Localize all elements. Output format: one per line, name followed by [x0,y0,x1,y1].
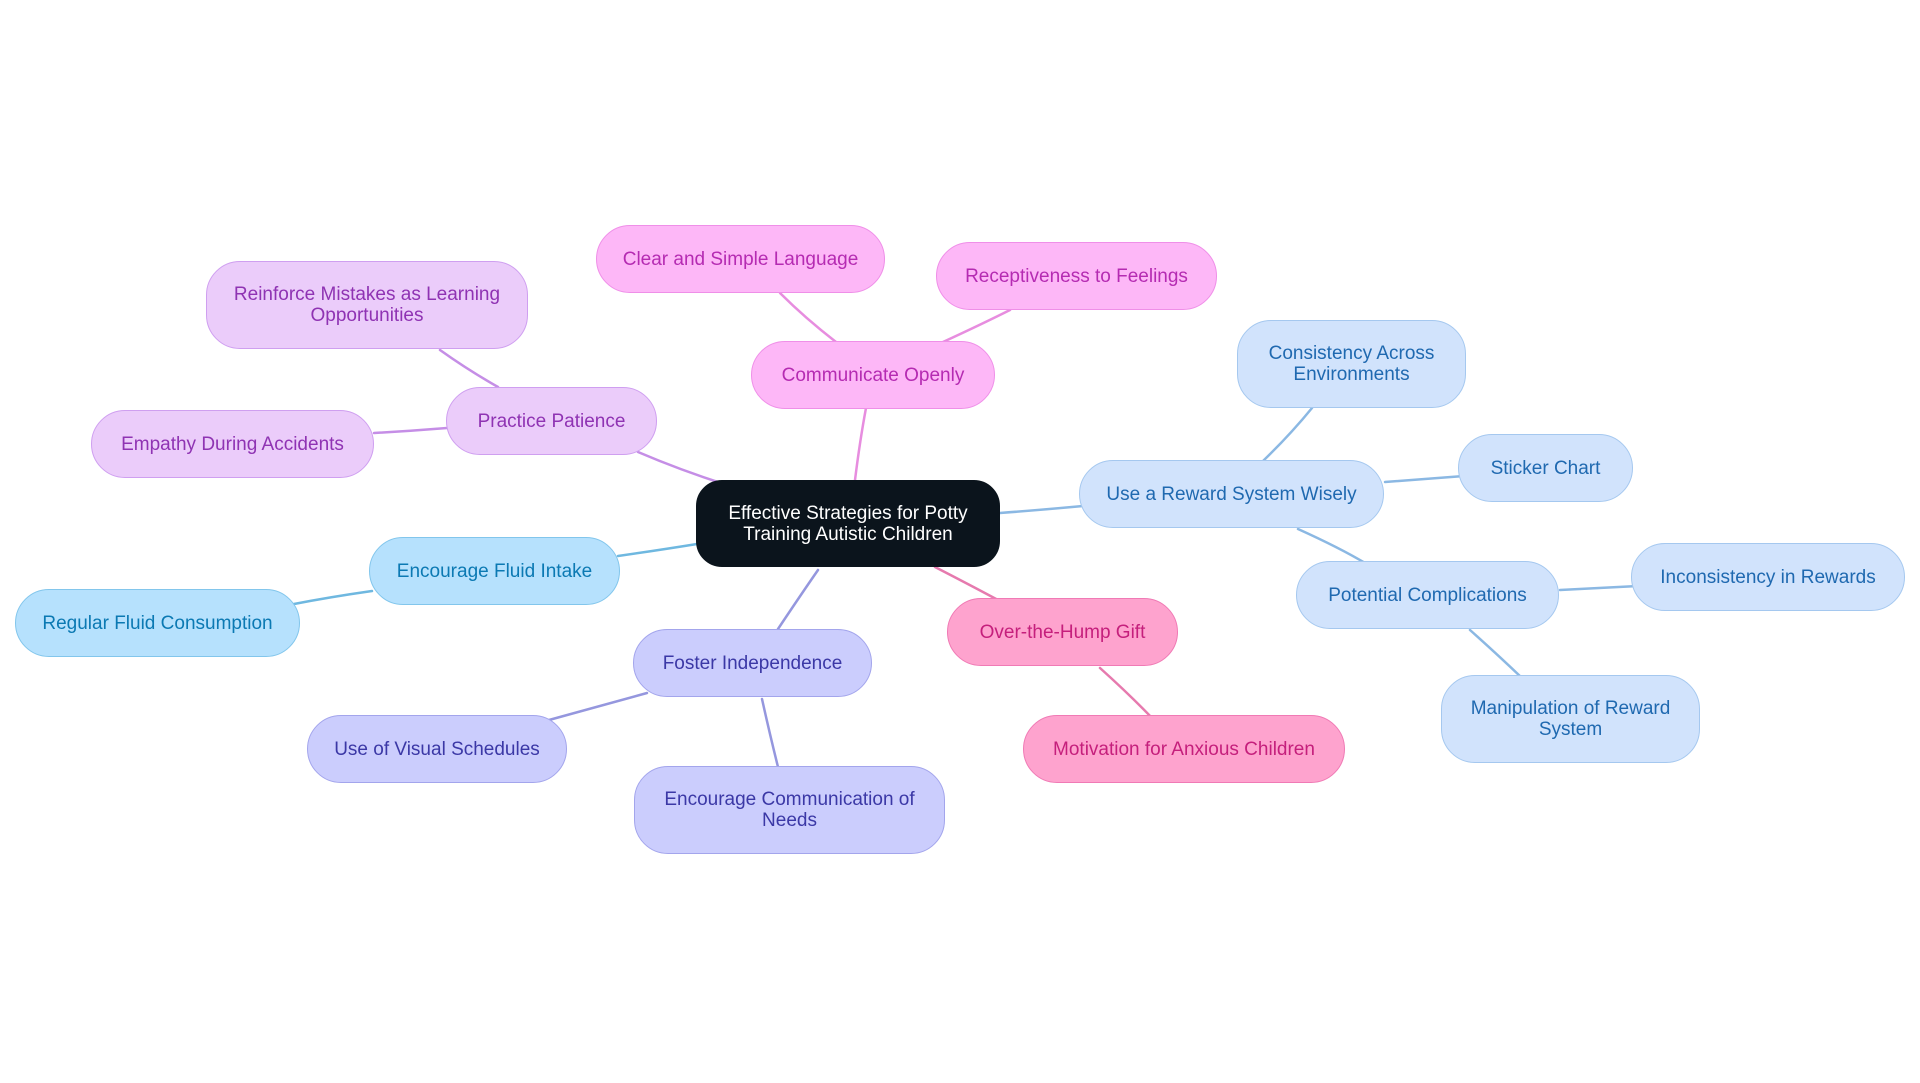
node-foster-independence: Foster Independence [633,629,872,697]
sticker-chart-label: Sticker Chart [1490,457,1601,479]
inconsistency-rewards-label: Inconsistency in Rewards [1660,566,1876,588]
encourage-fluid-label: Encourage Fluid Intake [396,560,593,582]
communication-needs-label: Encourage Communication of Needs [664,789,915,831]
motivation-anxious-label: Motivation for Anxious Children [1053,738,1315,760]
receptiveness-feelings-label: Receptiveness to Feelings [965,265,1188,287]
edge-root-communicate [853,406,868,482]
node-potential-complications: Potential Complications [1296,561,1559,629]
node-inconsistency-rewards: Inconsistency in Rewards [1631,543,1905,611]
edge-practice-patience-reinforce [438,348,500,389]
edge-reward-sticker [1383,474,1466,484]
node-motivation-anxious: Motivation for Anxious Children [1023,715,1345,783]
potential-complications-label: Potential Complications [1328,584,1527,606]
edge-foster-visual [547,691,649,722]
node-receptiveness-feelings: Receptiveness to Feelings [936,242,1217,310]
node-communication-needs: Encourage Communication of Needs [634,766,945,854]
node-over-the-hump-gift: Over-the-Hump Gift [947,598,1178,666]
edge-reward-consistency [1260,406,1314,464]
edge-fluid-regular [292,589,374,606]
node-communicate-openly: Communicate Openly [751,341,995,409]
edge-communicate-clear [778,291,838,344]
root-node: Effective Strategies for Potty Training … [696,480,1000,567]
node-manipulation-reward: Manipulation of Reward System [1441,675,1700,763]
practice-patience-label: Practice Patience [477,410,626,432]
edge-root-foster [776,568,820,631]
edge-reward-complications [1296,527,1367,565]
node-encourage-fluid: Encourage Fluid Intake [369,537,620,605]
edge-root-practice-patience [636,450,729,487]
edge-communicate-receptiveness [941,308,1012,344]
node-consistency-environments: Consistency Across Environments [1237,320,1466,408]
edge-root-fluid [616,542,699,558]
node-clear-simple-language: Clear and Simple Language [596,225,885,293]
node-visual-schedules: Use of Visual Schedules [307,715,567,783]
edge-foster-communication [760,697,780,769]
edge-complications-inconsistency [1558,584,1640,592]
reinforce-mistakes-label: Reinforce Mistakes as Learning Opportuni… [233,284,501,326]
node-sticker-chart: Sticker Chart [1458,434,1633,502]
empathy-accidents-label: Empathy During Accidents [121,433,344,455]
communicate-openly-label: Communicate Openly [781,364,965,386]
regular-fluid-label: Regular Fluid Consumption [42,612,273,634]
edge-root-reward [998,504,1085,515]
root-label: Effective Strategies for Potty Training … [728,502,968,545]
node-reward-system: Use a Reward System Wisely [1079,460,1384,528]
consistency-environments-label: Consistency Across Environments [1268,343,1435,385]
foster-independence-label: Foster Independence [662,652,843,674]
edge-root-gift [933,565,1000,602]
edge-complications-manipulation [1468,628,1524,680]
clear-simple-language-label: Clear and Simple Language [622,248,859,270]
edge-gift-motivation [1098,666,1154,720]
node-regular-fluid: Regular Fluid Consumption [15,589,300,657]
reward-system-label: Use a Reward System Wisely [1106,483,1357,505]
edge-practice-patience-empathy [372,426,449,435]
visual-schedules-label: Use of Visual Schedules [334,738,540,760]
node-empathy-accidents: Empathy During Accidents [91,410,374,478]
manipulation-reward-label: Manipulation of Reward System [1470,698,1671,740]
node-practice-patience: Practice Patience [446,387,657,455]
node-reinforce-mistakes: Reinforce Mistakes as Learning Opportuni… [206,261,528,349]
over-the-hump-gift-label: Over-the-Hump Gift [979,621,1146,643]
